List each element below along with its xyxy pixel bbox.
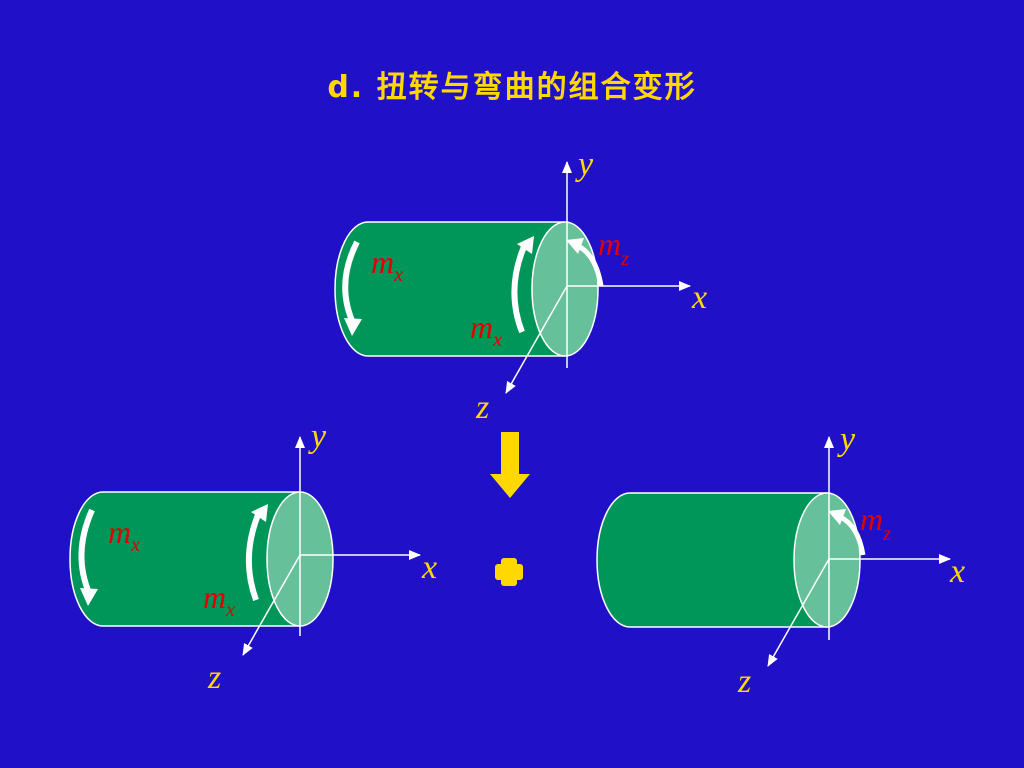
moment-label-mx-right: mx	[470, 309, 502, 351]
torque-arrow-left	[342, 240, 362, 336]
bending-arrow	[566, 238, 604, 287]
torque-arrow-left	[78, 508, 98, 606]
z-axis	[505, 285, 568, 394]
x-axis-label: x	[421, 549, 437, 586]
cylinder	[334, 221, 599, 357]
torque-arrow-right	[511, 236, 534, 334]
z-axis-label: z	[475, 389, 489, 426]
y-axis-label: y	[575, 146, 594, 183]
moment-label-mz: mz	[598, 226, 629, 270]
moment-label-mx-left: mx	[108, 514, 140, 556]
combined-figure: y x z mx mx mz	[334, 146, 707, 426]
moment-label-mx-left: mx	[371, 244, 403, 286]
z-axis	[767, 558, 830, 667]
z-axis-label: z	[737, 663, 751, 700]
bending-figure: y x z mz	[596, 421, 965, 700]
cylinder	[596, 492, 861, 628]
bending-arrow	[828, 509, 866, 556]
axes	[505, 161, 691, 394]
torque-arrow-right	[245, 504, 268, 602]
moment-label-mz: mz	[860, 501, 891, 545]
x-axis-label: x	[949, 553, 965, 590]
y-axis-label: y	[308, 418, 327, 455]
moment-label-mx-right: mx	[203, 579, 235, 621]
axes	[242, 436, 421, 656]
y-axis-label: y	[837, 421, 856, 458]
slide-title: d. 扭转与弯曲的组合变形	[327, 70, 697, 105]
cylinder	[69, 491, 334, 627]
z-axis-label: z	[207, 659, 221, 696]
down-arrow-icon	[490, 432, 530, 498]
axes	[767, 436, 951, 667]
torsion-figure: y x z mx mx	[69, 418, 437, 696]
z-axis	[242, 554, 301, 656]
plus-icon	[495, 558, 523, 586]
x-axis-label: x	[691, 279, 707, 316]
